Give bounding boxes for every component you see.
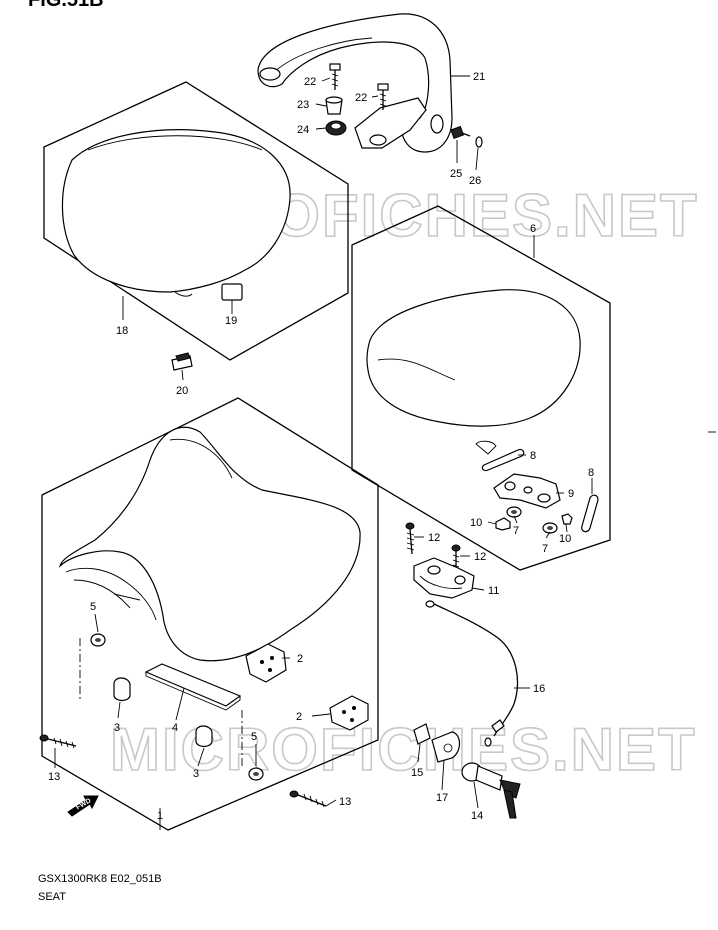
bolt-12a (405, 522, 415, 555)
nut-10b (561, 513, 573, 525)
rider-seat-group (43, 81, 349, 371)
seat-lock-group (405, 522, 519, 747)
cushion-24 (325, 120, 347, 136)
rubber-5b (248, 767, 264, 781)
plate-4 (144, 663, 242, 707)
seat-strip-8b (581, 494, 599, 533)
callout-3b: 3 (193, 768, 199, 780)
model-code: GSX1300RK8 E02_051B (38, 873, 162, 885)
callout-11: 11 (488, 585, 499, 597)
pillion-seat-group (351, 205, 611, 571)
bolt-22a (329, 63, 341, 90)
rider-seat-frame (43, 81, 349, 361)
clip-15 (413, 723, 431, 745)
callouts: 21 22 22 23 24 25 26 6 18 19 20 8 8 9 10… (48, 71, 594, 822)
callout-8a: 8 (530, 450, 536, 462)
callout-25: 25 (450, 168, 462, 180)
callout-14: 14 (471, 810, 483, 822)
callout-13a: 13 (48, 771, 60, 783)
seat-band-19 (221, 283, 243, 301)
callout-9: 9 (568, 488, 574, 500)
callout-3a: 3 (114, 722, 120, 734)
callout-7b: 7 (542, 543, 548, 555)
rider-seat-18 (61, 129, 291, 293)
callout-20: 20 (176, 385, 188, 397)
forward-arrow-icon: FWD (67, 795, 99, 817)
key-cylinder-14 (461, 762, 521, 819)
bolt-13a (39, 734, 77, 749)
grab-rail-mount-hole (259, 67, 281, 81)
callout-5a: 5 (90, 601, 96, 613)
callout-22a: 22 (304, 76, 316, 88)
callout-7a: 7 (513, 525, 519, 537)
callout-15: 15 (411, 767, 423, 779)
callout-22b: 22 (355, 92, 367, 104)
seat-cushion-20 (171, 352, 193, 371)
callout-1: 1 (157, 810, 163, 822)
cushion-3b (195, 725, 213, 748)
callout-8b: 8 (588, 467, 594, 479)
callout-16: 16 (533, 683, 545, 695)
callout-18: 18 (116, 325, 128, 337)
callout-23: 23 (297, 99, 309, 111)
damper-7a (506, 506, 522, 518)
main-seat-group (41, 397, 379, 831)
callout-6: 6 (530, 223, 536, 235)
bracket-2b (329, 695, 369, 731)
figure-title: FIG.51B (28, 0, 104, 11)
callout-4: 4 (172, 722, 178, 734)
pillion-seat-frame (351, 205, 611, 571)
rubber-5a (90, 633, 106, 647)
callout-12b: 12 (474, 551, 486, 563)
pillion-seat-6 (366, 289, 581, 427)
key-lock-group (413, 723, 521, 819)
callout-13b: 13 (339, 796, 351, 808)
seat-strip-8a (481, 448, 525, 472)
main-seat-1 (58, 426, 361, 662)
section-name: SEAT (38, 891, 66, 903)
callout-17: 17 (436, 792, 448, 804)
leader-lines (54, 75, 593, 830)
callout-12a: 12 (428, 532, 440, 544)
callout-2a: 2 (297, 653, 303, 665)
callout-21: 21 (473, 71, 485, 83)
cushion-3a (113, 677, 131, 702)
seat-lock-cable-16 (429, 601, 519, 737)
callout-26: 26 (469, 175, 481, 187)
callout-5b: 5 (251, 731, 257, 743)
main-seat-frame (41, 397, 379, 831)
grab-rail-bracket (354, 97, 427, 149)
bolt-13b (289, 790, 327, 808)
callout-10a: 10 (470, 517, 482, 529)
bracket-2a (245, 643, 287, 683)
bolt-22b (377, 83, 389, 110)
bolt-25 (450, 125, 471, 140)
grab-rail-group (257, 13, 483, 153)
bolt-12b (451, 544, 461, 570)
grab-rail (257, 13, 453, 153)
nut-10a (495, 517, 511, 531)
callout-2b: 2 (296, 711, 302, 723)
washer-26 (475, 136, 483, 148)
damper-7b (542, 522, 558, 534)
callout-10b: 10 (559, 533, 571, 545)
callout-19: 19 (225, 315, 237, 327)
svg-text:FWD: FWD (75, 797, 92, 811)
callout-24: 24 (297, 124, 309, 136)
